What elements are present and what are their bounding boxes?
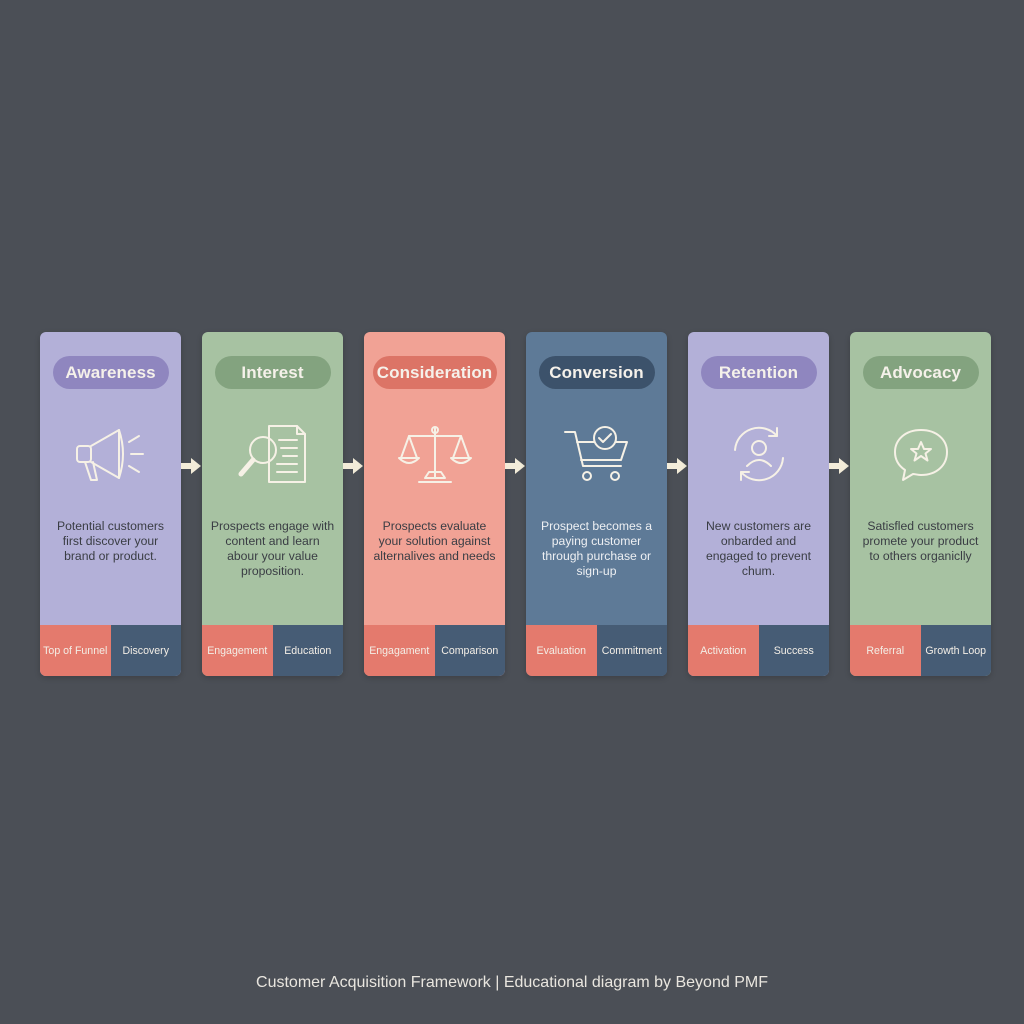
stage-tag-right: Education xyxy=(272,625,343,676)
stage-title: Awareness xyxy=(65,362,156,382)
stage-tag-left: Evaluation xyxy=(526,625,597,676)
stage-tags: Activation Success xyxy=(688,625,829,676)
shopping-cart-check-icon xyxy=(526,389,667,519)
stage-tags: Referral Growth Loop xyxy=(850,625,991,676)
stage-tag-right: Comparison xyxy=(434,625,505,676)
funnel-stages: Awareness Potential customers first disc… xyxy=(40,332,991,676)
stage-tags: Engagement Education xyxy=(202,625,343,676)
user-cycle-icon xyxy=(688,389,829,519)
stage-card-retention: Retention New customers are onbarded and… xyxy=(688,332,829,676)
stage-title: Advocacy xyxy=(879,362,962,382)
stage-tag-right: Discovery xyxy=(110,625,181,676)
stage-card-consideration: Consideration Prospects evaluate your so… xyxy=(364,332,505,676)
stage-tags: Engagament Comparison xyxy=(364,625,505,676)
arrow-right-icon xyxy=(181,332,202,676)
stage-title-pill: Consideration xyxy=(372,356,497,389)
stage-tag-left: Engagement xyxy=(202,625,273,676)
stage-description: Prospect becomes a paying customer throu… xyxy=(540,519,653,578)
stage-card-conversion: Conversion Prospect becomes a paying cus… xyxy=(526,332,667,676)
stage-title-pill: Retention xyxy=(700,356,817,389)
stage-description: Prospects evaluate your solution against… xyxy=(373,519,496,563)
stage-description: Potential customers first discover your … xyxy=(56,519,165,563)
stage-title: Retention xyxy=(718,362,799,382)
stage-tag-right: Growth Loop xyxy=(920,625,991,676)
stage-tag-left: Engagament xyxy=(364,625,435,676)
arrow-right-icon xyxy=(505,332,526,676)
megaphone-icon xyxy=(40,389,181,519)
arrow-right-icon xyxy=(343,332,364,676)
stage-card-advocacy: Advocacy Satisfled customers promete you… xyxy=(850,332,991,676)
stage-tag-right: Success xyxy=(758,625,829,676)
stage-description: Satisfled customers promete your product… xyxy=(862,519,979,563)
stage-title: Consideration xyxy=(376,362,493,382)
magnifier-document-icon xyxy=(202,389,343,519)
stage-tag-left: Top of Funnel xyxy=(40,625,111,676)
stage-tag-left: Activation xyxy=(688,625,759,676)
stage-description: Prospects engage with content and learn … xyxy=(210,519,335,578)
stage-title-pill: Awareness xyxy=(52,356,169,389)
arrow-right-icon xyxy=(667,332,688,676)
scales-icon xyxy=(364,389,505,519)
stage-tags: Evaluation Commitment xyxy=(526,625,667,676)
stage-tags: Top of Funnel Discovery xyxy=(40,625,181,676)
stage-title-pill: Advocacy xyxy=(862,356,979,389)
stage-card-interest: Interest Prospects engage with content a… xyxy=(202,332,343,676)
arrow-right-icon xyxy=(829,332,850,676)
footer-caption: Customer Acquisition Framework | Educati… xyxy=(256,974,768,991)
stage-title: Interest xyxy=(241,362,304,382)
stage-title-pill: Conversion xyxy=(538,356,655,389)
stage-card-awareness: Awareness Potential customers first disc… xyxy=(40,332,181,676)
stage-description: New customers are onbarded and engaged t… xyxy=(705,519,812,578)
stage-title-pill: Interest xyxy=(214,356,331,389)
stage-tag-left: Referral xyxy=(850,625,921,676)
stage-tag-right: Commitment xyxy=(596,625,667,676)
stage-title: Conversion xyxy=(549,362,644,382)
speech-star-icon xyxy=(850,389,991,519)
